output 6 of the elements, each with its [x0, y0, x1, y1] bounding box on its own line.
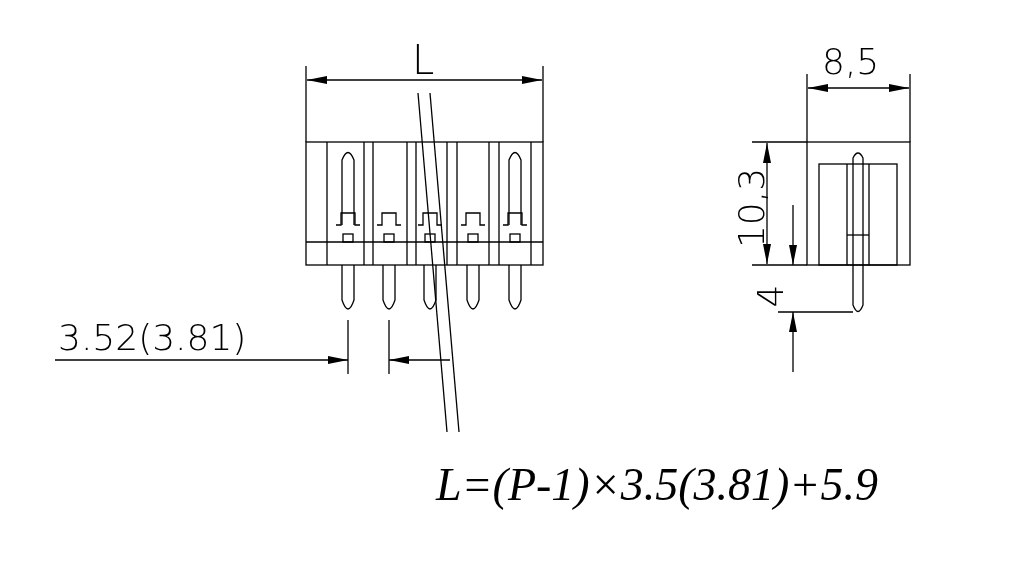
- dimension-label: 4: [753, 284, 790, 308]
- dimension-label: 8,5: [822, 44, 880, 80]
- formula-text: L=(P-1)×3.5(3.81)+5.9: [436, 462, 878, 508]
- dimension-label: 10,3: [734, 167, 771, 249]
- dimension-label: L: [412, 40, 435, 80]
- dimension-label: 3.52(3.81): [58, 320, 247, 356]
